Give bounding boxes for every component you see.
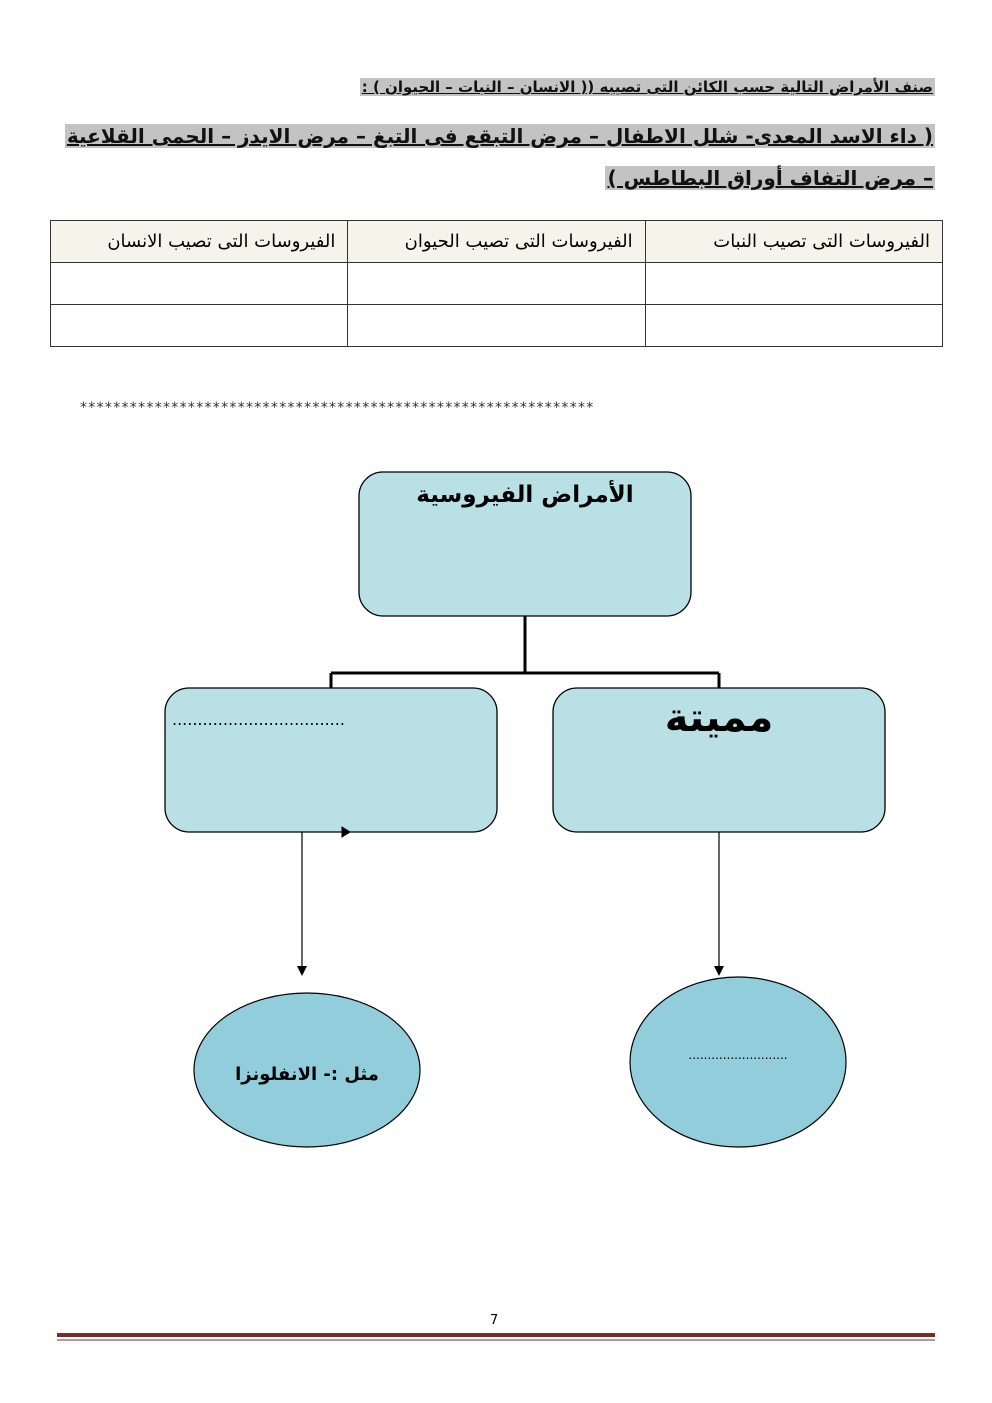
small-arrow: [310, 826, 351, 838]
cell[interactable]: [644, 304, 944, 347]
right-ellipse: [629, 976, 847, 1148]
left-arrowhead: [297, 966, 307, 976]
diseases-list-line1: ( داء الاسد المعدى- شلل الاطفال – مرض ال…: [64, 124, 935, 148]
instruction-text: صنف الأمراض التالية حسب الكائن التى تصيب…: [359, 78, 935, 96]
cell[interactable]: [347, 304, 646, 347]
right-example-blank[interactable]: ..........................: [688, 1048, 788, 1062]
classification-table: الفيروسات التى تصيب النبات الفيروسات الت…: [49, 220, 944, 347]
separator: ****************************************…: [80, 400, 595, 416]
root-label: الأمراض الفيروسية: [416, 482, 634, 508]
diseases-list-line2: – مرض التفاف أوراق البطاطس ): [605, 166, 935, 190]
header-animal: الفيروسات التى تصيب الحيوان: [347, 220, 646, 263]
header-plant: الفيروسات التى تصيب النبات: [644, 220, 944, 263]
left-box-blank[interactable]: ..................................: [172, 710, 345, 729]
header-human: الفيروسات التى تصيب الانسان: [49, 220, 349, 263]
left-ellipse: [193, 992, 421, 1148]
cell[interactable]: [49, 304, 349, 347]
connector: [329, 616, 721, 688]
fatal-label: مميتة: [664, 695, 774, 741]
page-number: 7: [490, 1313, 499, 1328]
left-example: مثل :- الانفلونزا: [235, 1064, 379, 1085]
right-arrowhead: [714, 966, 724, 976]
